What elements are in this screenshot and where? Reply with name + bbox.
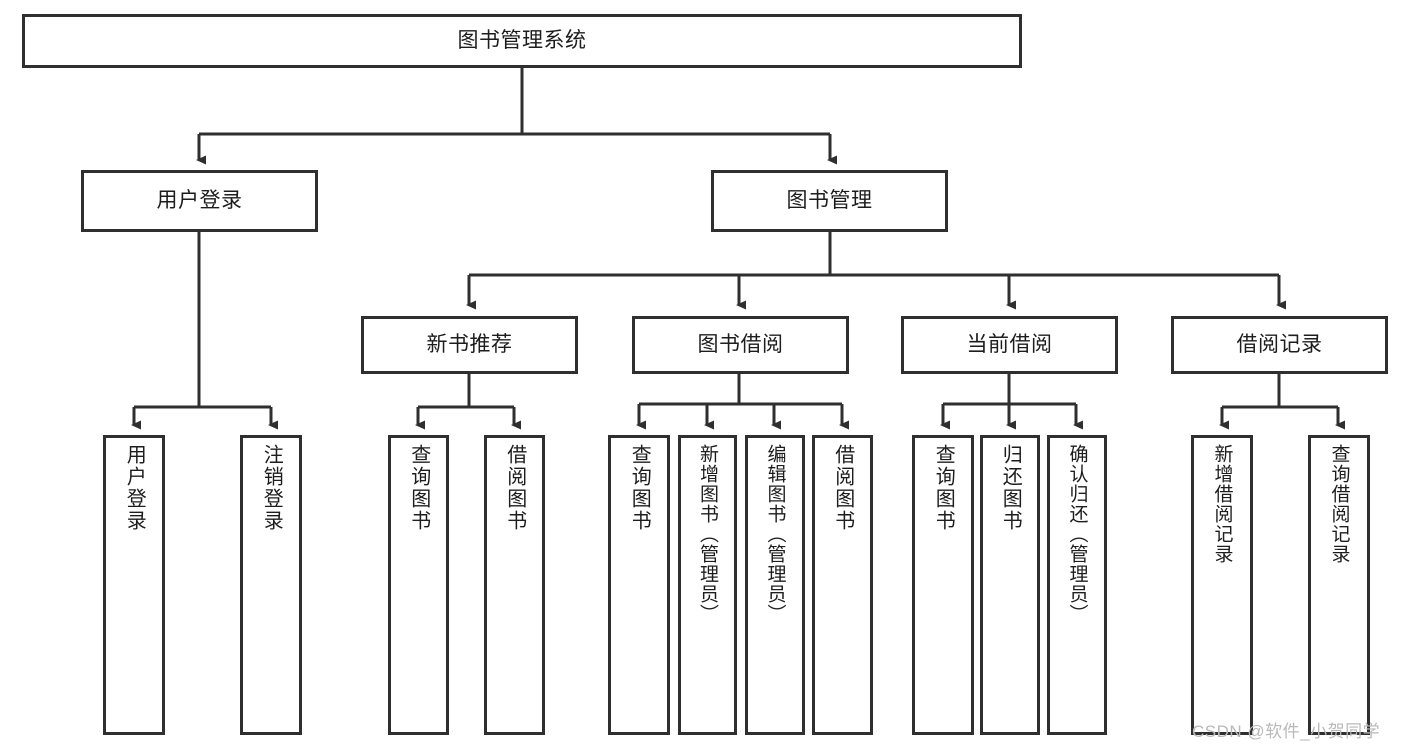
node-label: 新书推荐 [426, 333, 513, 357]
leaf-borrow-book-recommend[interactable]: 借阅图书 [484, 435, 545, 735]
node-label: 新增借阅记录 [1211, 444, 1233, 564]
node-book-manage[interactable]: 图书管理 [711, 170, 948, 232]
node-label: 借阅图书 [831, 444, 854, 532]
node-label: 查询图书 [407, 444, 430, 532]
leaf-query-borrow-record[interactable]: 查询借阅记录 [1308, 435, 1370, 735]
csdn-watermark: CSDN @软件_小贺同学 [1192, 722, 1381, 741]
node-label: 图书管理系统 [457, 29, 587, 53]
node-label: 当前借阅 [966, 333, 1053, 357]
leaf-add-book-admin[interactable]: 新增图书（管理员） [678, 435, 737, 735]
leaf-user-login[interactable]: 用户登录 [103, 435, 165, 735]
node-label: 归还图书 [999, 444, 1022, 532]
node-label: 用户登录 [123, 444, 146, 532]
leaf-edit-book-admin[interactable]: 编辑图书（管理员） [745, 435, 805, 735]
leaf-return-book[interactable]: 归还图书 [980, 435, 1040, 735]
node-label: 借阅图书 [503, 444, 526, 532]
node-label: 借阅记录 [1236, 333, 1323, 357]
node-user-login[interactable]: 用户登录 [81, 170, 318, 232]
node-label: 用户登录 [156, 189, 243, 213]
node-label: 注销登录 [260, 444, 283, 532]
node-label: 查询图书 [628, 444, 651, 532]
node-label: 查询图书 [932, 444, 955, 532]
node-new-book-recommend[interactable]: 新书推荐 [361, 316, 578, 374]
node-borrow-record[interactable]: 借阅记录 [1171, 316, 1388, 374]
node-label: 图书借阅 [697, 333, 784, 357]
node-label: 编辑图书（管理员） [764, 444, 786, 624]
node-book-borrow[interactable]: 图书借阅 [632, 316, 849, 374]
node-label: 查询借阅记录 [1328, 444, 1350, 564]
leaf-query-book-recommend[interactable]: 查询图书 [388, 435, 449, 735]
node-root-system[interactable]: 图书管理系统 [22, 14, 1022, 68]
leaf-query-book-borrow[interactable]: 查询图书 [608, 435, 670, 735]
node-label: 图书管理 [786, 189, 873, 213]
leaf-add-borrow-record[interactable]: 新增借阅记录 [1191, 435, 1253, 735]
leaf-borrow-book[interactable]: 借阅图书 [812, 435, 873, 735]
leaf-query-book-current[interactable]: 查询图书 [912, 435, 974, 735]
node-label: 新增图书（管理员） [697, 444, 719, 624]
node-label: 确认归还（管理员） [1066, 444, 1088, 624]
node-current-borrow[interactable]: 当前借阅 [901, 316, 1118, 374]
leaf-logout-login[interactable]: 注销登录 [240, 435, 302, 735]
leaf-confirm-return-admin[interactable]: 确认归还（管理员） [1047, 435, 1107, 735]
